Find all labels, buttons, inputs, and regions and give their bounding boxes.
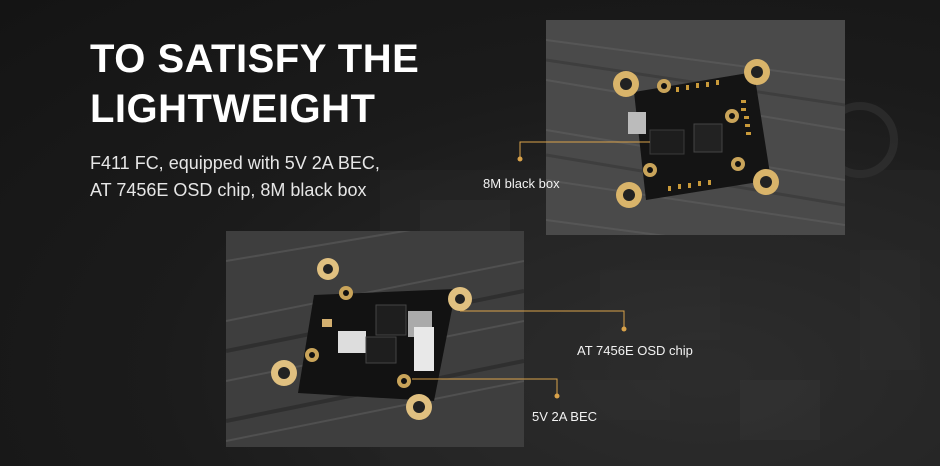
feature-description: F411 FC, equipped with 5V 2A BEC, AT 745… [90,150,380,204]
headline-line-1: TO SATISFY THE [90,37,420,81]
callout-label-osd-chip: AT 7456E OSD chip [577,343,693,358]
description-line-2: AT 7456E OSD chip, 8M black box [90,180,367,200]
headline-line-2: LIGHTWEIGHT [90,87,376,131]
callout-label-blackbox: 8M black box [483,176,560,191]
product-photo-top [546,20,845,235]
callout-label-bec: 5V 2A BEC [532,409,598,424]
product-photo-bottom [226,231,524,447]
description-line-1: F411 FC, equipped with 5V 2A BEC, [90,153,380,173]
headline: TO SATISFY THE LIGHTWEIGHT [90,34,419,134]
